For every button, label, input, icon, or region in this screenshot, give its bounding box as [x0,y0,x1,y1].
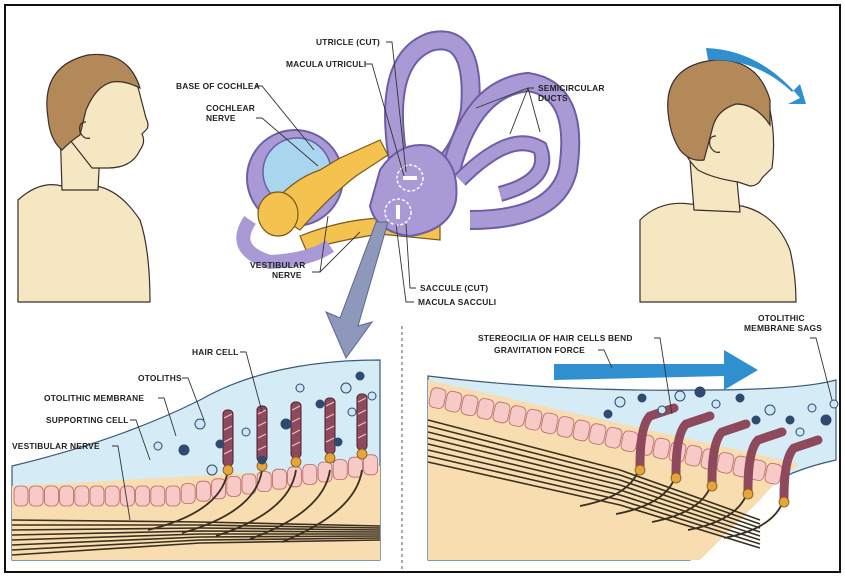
otolith [604,410,612,418]
otolith [675,391,685,401]
hair-cell-nucleus [357,449,367,459]
label-gravitation: GRAVITATION FORCE [494,345,585,355]
otolith [207,465,217,475]
label-semicircular-2: DUCTS [538,93,568,103]
upright-head-figure [18,54,150,302]
otolith [258,456,266,464]
otolith [615,397,625,407]
supporting-cell [196,481,210,501]
hair-cell-nucleus [223,465,233,475]
otolith [736,394,744,402]
otolith [296,384,304,392]
supporting-cell [151,486,165,506]
label-semicircular-1: SEMICIRCULAR [538,83,605,93]
inner-ear-labyrinth [243,40,570,262]
otolith [316,400,324,408]
otolith [752,416,760,424]
otolith [821,415,831,425]
otolith [786,416,794,424]
label-otolithic-membrane: OTOLITHIC MEMBRANE [44,393,144,403]
label-macula-sacculi: MACULA SACCULI [418,297,496,307]
otolith [242,428,250,436]
label-base-cochlea: BASE OF COCHLEA [176,81,260,91]
hair-cell-nucleus [671,473,681,483]
label-stereocilia: STEREOCILIA OF HAIR CELLS BEND [478,333,633,343]
supporting-cell [181,484,195,504]
upright-macula-section [12,360,380,560]
supporting-cell [212,479,226,499]
label-saccule: SACCULE (CUT) [420,283,488,293]
otolith [216,440,224,448]
otolith [695,387,705,397]
label-hair-cell: HAIR CELL [192,347,238,357]
hair-cell-nucleus [779,497,789,507]
supporting-cell [333,460,347,480]
supporting-cell [136,486,150,506]
label-vestibular-nerve: VESTIBULAR NERVE [12,441,100,451]
otolith [334,438,342,446]
supporting-cell [29,486,43,506]
supporting-cell [90,486,104,506]
otolith [356,372,364,380]
otolith [712,400,720,408]
label-otolithic-sags-1: OTOLITHIC [758,313,805,323]
label-otoliths: OTOLITHS [138,373,182,383]
label-cochlear-1: COCHLEAR [206,103,255,113]
hair-cell-nucleus [743,489,753,499]
supporting-cell [14,486,28,506]
hair-cell-nucleus [635,465,645,475]
otolith [179,445,189,455]
label-supporting-cell: SUPPORTING CELL [46,415,129,425]
otolith [808,404,816,412]
label-macula-utriculi: MACULA UTRICULI [286,59,366,69]
otolith [796,428,804,436]
label-utricle: UTRICLE (CUT) [316,37,380,47]
supporting-cell [227,476,241,496]
gravitation-arrow [554,350,758,390]
hair-cell-nucleus [707,481,717,491]
otolith [348,408,356,416]
otolith [830,400,838,408]
otolith [368,392,376,400]
otolith [765,405,775,415]
tilted-macula-section [428,350,838,560]
tilted-head-figure [640,48,806,302]
label-cochlear-2: NERVE [206,113,236,123]
otolith [281,419,291,429]
hair-cell-nucleus [291,457,301,467]
supporting-cell [75,486,89,506]
otolith [658,406,666,414]
supporting-cell [303,464,317,484]
label-vestibular-1: VESTIBULAR [250,260,306,270]
supporting-cell [60,486,74,506]
supporting-cell [166,486,180,506]
otolith [638,394,646,402]
label-otolithic-sags-2: MEMBRANE SAGS [744,323,822,333]
label-vestibular-2: NERVE [272,270,302,280]
supporting-cell [272,469,286,489]
hair-cell-nucleus [325,453,335,463]
otolith [195,419,205,429]
supporting-cell [105,486,119,506]
otolith [154,442,162,450]
supporting-cell [44,486,58,506]
otolith [341,383,351,393]
